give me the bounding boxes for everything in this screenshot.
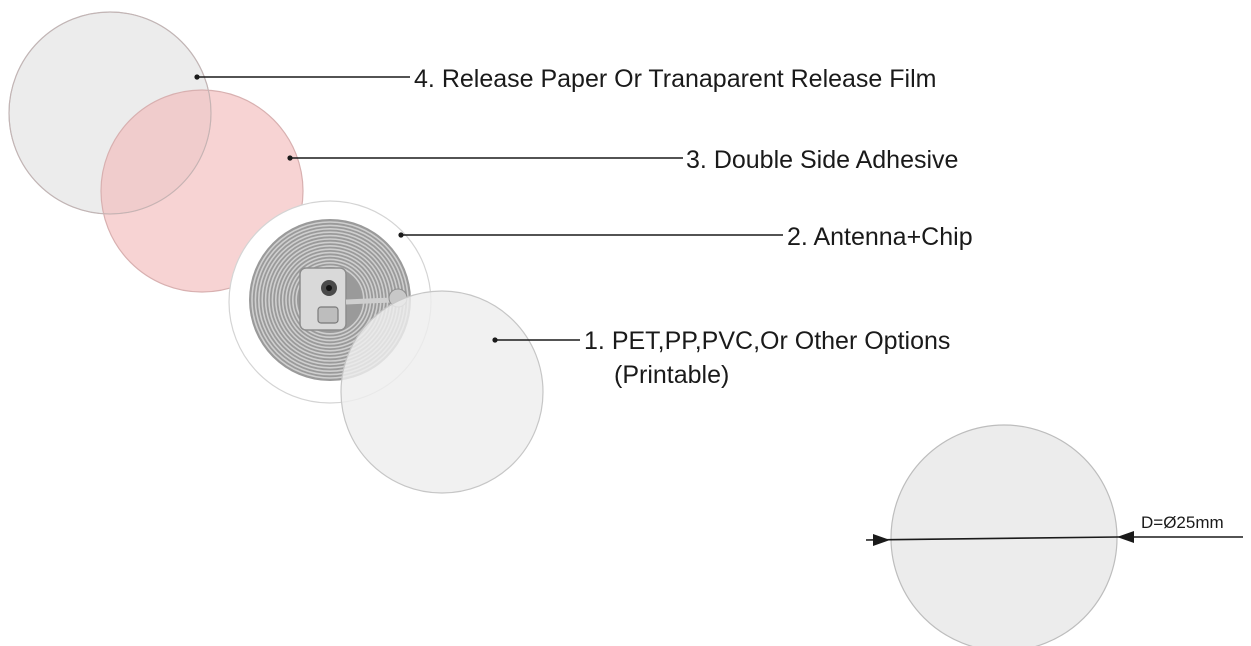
layer-2-label: 2. Antenna+Chip — [787, 223, 973, 251]
leader-dot-2 — [398, 232, 404, 238]
dimension-disc — [890, 424, 1118, 646]
layer-1-sublabel: (Printable) — [614, 361, 729, 389]
leader-dot-4 — [194, 74, 200, 80]
face-stock-disc — [340, 290, 544, 494]
layer-1-label: 1. PET,PP,PVC,Or Other Options — [584, 327, 950, 355]
leader-dot-3 — [287, 155, 293, 161]
diameter-line — [865, 536, 1119, 541]
layer-3-label: 3. Double Side Adhesive — [686, 146, 958, 174]
dimension-label: D=Ø25mm — [1141, 513, 1224, 532]
layer-4-label: 4. Release Paper Or Tranaparent Release … — [414, 65, 937, 93]
right-arrowhead-icon — [1117, 531, 1134, 543]
left-arrowhead-icon — [873, 534, 890, 546]
leader-dot-1 — [492, 337, 498, 343]
